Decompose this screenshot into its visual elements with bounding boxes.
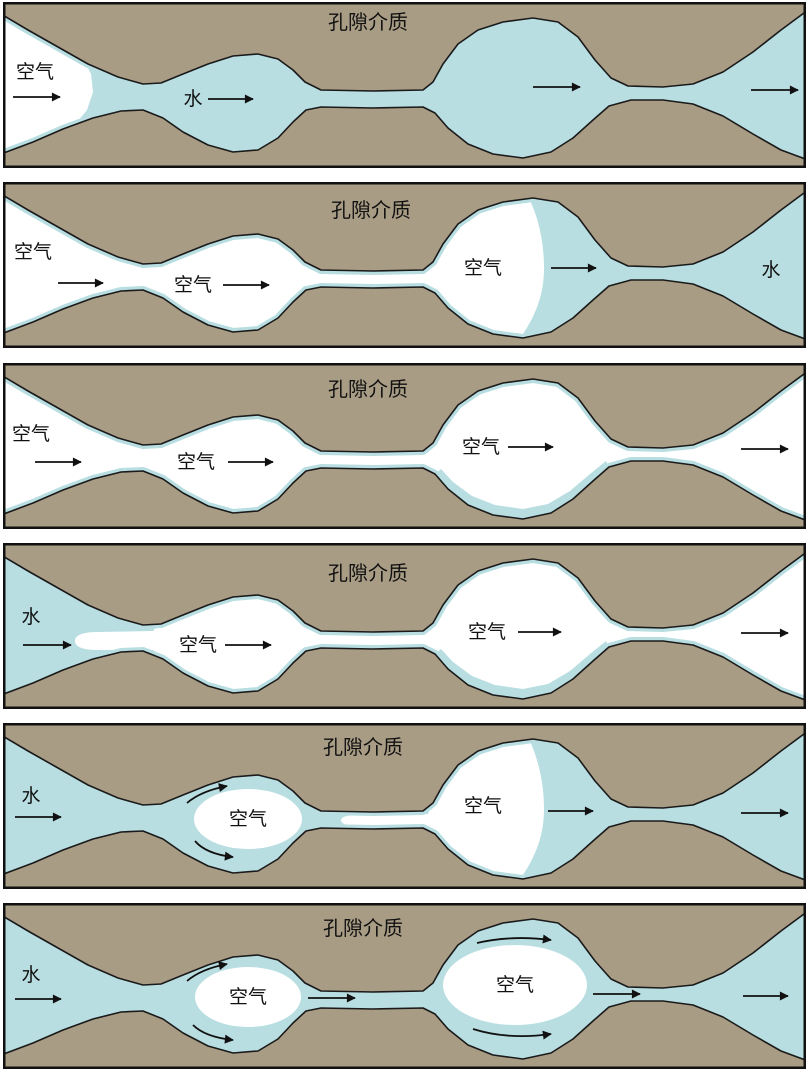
panel-title: 孔隙介质	[331, 198, 411, 222]
panel-border	[3, 543, 806, 709]
air-label: 空气	[496, 974, 534, 996]
bottom-grain	[3, 460, 806, 529]
panel-title: 孔隙介质	[323, 916, 403, 940]
water-film-thick	[435, 641, 609, 699]
air-label: 空气	[179, 634, 217, 656]
top-grain	[3, 182, 806, 272]
air-label: 空气	[462, 436, 500, 458]
panel-border	[3, 903, 806, 1069]
air-label: 空气	[229, 986, 267, 1008]
panel-border	[3, 723, 806, 889]
water-label: 水	[21, 606, 40, 628]
panel-2: 孔隙介质 空气 空气 空气 水	[3, 182, 806, 348]
panel-6: 孔隙介质 水 空气 空气	[3, 903, 806, 1069]
bottom-grain	[3, 99, 806, 168]
panel-border	[3, 2, 806, 168]
air-label: 空气	[468, 621, 506, 643]
bottom-grain	[3, 640, 806, 709]
panel-3: 孔隙介质 空气 空气 空气	[3, 363, 806, 529]
bottom-grain	[3, 820, 806, 889]
water-label: 水	[761, 259, 780, 281]
air-label: 空气	[14, 241, 52, 263]
panel-title: 孔隙介质	[328, 377, 408, 401]
air-label: 空气	[229, 808, 267, 830]
panel-title: 孔隙介质	[328, 561, 408, 585]
curved-arrow-icon	[186, 961, 228, 982]
panel-4: 孔隙介质 水 空气 空气	[3, 543, 806, 709]
bottom-grain	[3, 1000, 806, 1069]
water-label: 水	[21, 964, 40, 986]
air-label: 空气	[464, 257, 502, 279]
air-region	[341, 723, 544, 889]
panel-border	[3, 182, 806, 348]
panel-1: 孔隙介质 空气 水	[3, 2, 806, 168]
panel-border	[3, 363, 806, 529]
curved-arrow-icon	[192, 1024, 234, 1044]
top-grain	[3, 903, 806, 993]
top-grain	[3, 723, 806, 813]
top-grain	[3, 543, 806, 633]
air-label: 空气	[177, 451, 215, 473]
curved-arrow-icon	[476, 934, 552, 944]
air-label: 空气	[174, 274, 212, 296]
curved-arrow-icon	[472, 1028, 552, 1040]
panel-title: 孔隙介质	[328, 10, 408, 34]
bottom-grain	[3, 279, 806, 348]
water-label: 水	[21, 785, 40, 807]
curved-arrow-icon	[194, 840, 234, 861]
curved-arrow-icon	[186, 783, 228, 804]
water-film-thick	[435, 461, 609, 519]
air-label: 空气	[464, 795, 502, 817]
trapped-air-bubble	[194, 789, 302, 849]
panel-title: 孔隙介质	[323, 735, 403, 759]
trapped-air-bubble	[443, 945, 587, 1025]
panel-5: 孔隙介质 水 空气 空气	[3, 723, 806, 889]
air-label: 空气	[16, 61, 54, 83]
water-label: 水	[183, 88, 202, 110]
trapped-air-bubble	[195, 967, 301, 1027]
air-label: 空气	[12, 423, 50, 445]
